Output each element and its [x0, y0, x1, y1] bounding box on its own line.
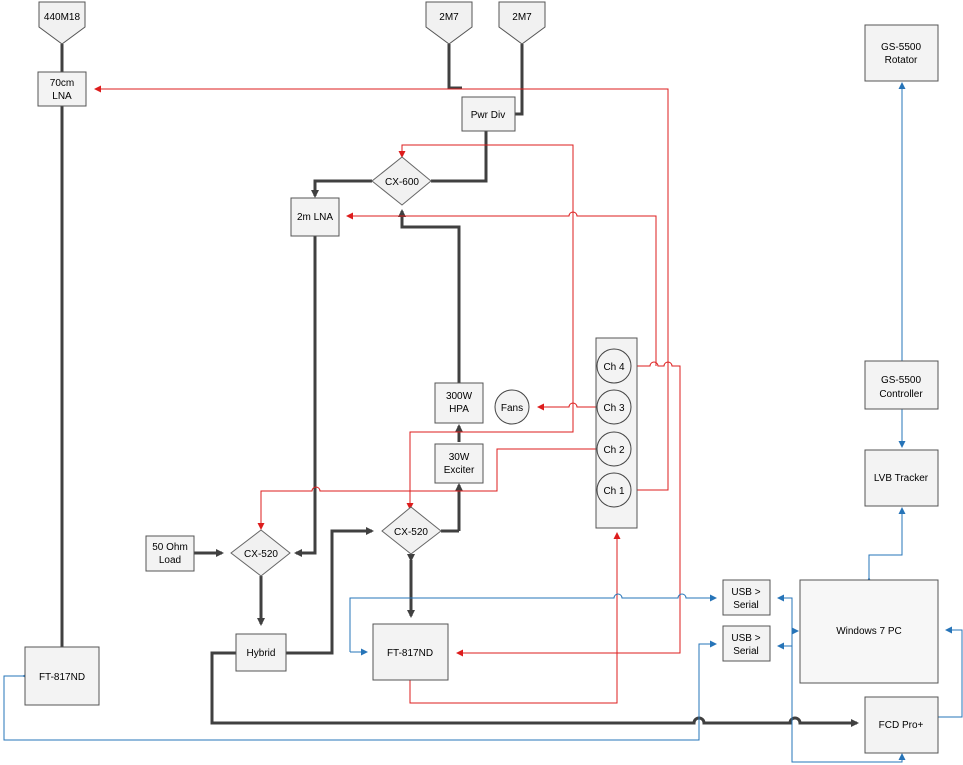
data-line-bus-to-usb1 — [777, 594, 793, 646]
control-line-ch4-to-ft817 — [456, 361, 681, 657]
block-70cm-lna: 70cm LNA — [37, 71, 87, 107]
block-pwr-div: Pwr Div — [461, 96, 516, 132]
rf-line-2m7a-to-pwrdiv — [447, 44, 462, 90]
control-lines — [94, 85, 681, 704]
block-lvb-tracker: LVB Tracker — [864, 449, 939, 507]
svg-text:2m LNA: 2m LNA — [297, 212, 333, 223]
rf-line-hybrid-to-cx520mid — [286, 527, 374, 655]
block-fcd-pro-plus: FCD Pro+ — [864, 696, 939, 754]
svg-text:CX-520: CX-520 — [394, 527, 428, 538]
svg-text:70cm: 70cm — [50, 78, 74, 89]
block-300w-hpa: 300W HPA — [434, 382, 484, 424]
control-line-ch2-to-cx520 — [257, 448, 598, 530]
sequencer-panel: Ch 4 Ch 3 Ch 2 Ch 1 — [595, 337, 638, 529]
svg-text:30W: 30W — [449, 452, 470, 463]
svg-text:GS-5500: GS-5500 — [881, 42, 921, 53]
control-line-ch4-to-lna2m — [346, 211, 657, 366]
block-ft817nd-mid: FT-817ND — [372, 623, 449, 681]
data-line-fcd-to-pc — [938, 626, 963, 718]
svg-text:Ch 2: Ch 2 — [603, 445, 625, 456]
data-line-pc-tracker — [865, 507, 906, 584]
data-lines — [3, 82, 963, 763]
control-line-ft817-to-sequencer — [409, 532, 621, 704]
svg-text:GS-5500: GS-5500 — [881, 375, 921, 386]
control-line-ch3-to-cx600 — [398, 144, 574, 407]
antenna-icon — [498, 1, 546, 45]
block-30w-exciter: 30W Exciter — [434, 443, 484, 484]
block-2m-lna: 2m LNA — [290, 197, 340, 237]
data-line-ft817-to-usb1 — [349, 593, 717, 652]
svg-text:Rotator: Rotator — [885, 55, 918, 66]
data-line-bus-to-fcd — [791, 646, 906, 763]
antenna-icon — [425, 1, 473, 45]
svg-text:50 Ohm: 50 Ohm — [152, 542, 188, 553]
block-50-ohm-load: 50 Ohm Load — [145, 535, 195, 572]
channel-ch4: Ch 4 — [596, 348, 632, 384]
svg-text:Exciter: Exciter — [444, 465, 475, 476]
svg-text:FT-817ND: FT-817ND — [39, 672, 85, 683]
relay-cx600: CX-600 — [371, 156, 432, 206]
block-hybrid: Hybrid — [235, 633, 287, 672]
antenna-2m7-b: 2M7 — [498, 1, 546, 45]
svg-text:Ch 4: Ch 4 — [603, 362, 625, 373]
relay-cx520-mid: CX-520 — [381, 506, 442, 555]
svg-text:Windows 7 PC: Windows 7 PC — [836, 626, 902, 637]
rf-line-pwrdiv-to-cx600 — [431, 131, 488, 183]
svg-text:FT-817ND: FT-817ND — [387, 648, 433, 659]
control-line-ch3-to-cx520mid — [406, 407, 574, 510]
rf-line-lna2m-to-cx520 — [294, 236, 317, 557]
svg-text:CX-520: CX-520 — [244, 549, 278, 560]
svg-text:Controller: Controller — [879, 389, 923, 400]
block-windows-7-pc: Windows 7 PC — [799, 579, 939, 684]
block-gs5500-controller: GS-5500 Controller — [864, 360, 939, 410]
svg-text:USB >: USB > — [731, 587, 760, 598]
rf-line-2m7b-to-pwrdiv — [515, 44, 524, 116]
antenna-label: 2M7 — [439, 12, 459, 23]
svg-text:Serial: Serial — [733, 600, 759, 611]
antenna-icon — [38, 1, 86, 45]
block-usb-serial-2: USB > Serial — [722, 625, 771, 662]
svg-text:HPA: HPA — [449, 404, 469, 415]
svg-text:FCD Pro+: FCD Pro+ — [879, 720, 924, 731]
antenna-440m18: 440M18 — [38, 1, 86, 45]
data-line-ft817left-to-usb2 — [3, 640, 717, 741]
antenna-label: 2M7 — [512, 12, 532, 23]
rf-line-hybrid-to-fcd — [210, 651, 859, 727]
rf-line-cx600-to-lna2m — [311, 179, 372, 198]
svg-text:Pwr Div: Pwr Div — [471, 110, 505, 121]
control-line-ch1-to-lna70 — [94, 85, 669, 491]
rf-lines — [60, 44, 859, 727]
channel-ch2: Ch 2 — [596, 431, 632, 467]
svg-text:CX-600: CX-600 — [385, 177, 419, 188]
fans-node: Fans — [494, 389, 530, 425]
svg-text:LVB Tracker: LVB Tracker — [874, 473, 929, 484]
svg-text:Fans: Fans — [501, 403, 523, 414]
channel-ch3: Ch 3 — [596, 389, 632, 425]
antenna-2m7-a: 2M7 — [425, 1, 473, 45]
svg-text:Load: Load — [159, 555, 181, 566]
svg-text:Serial: Serial — [733, 646, 759, 657]
antenna-label: 440M18 — [44, 12, 81, 23]
channel-ch1: Ch 1 — [596, 472, 632, 508]
svg-text:Hybrid: Hybrid — [247, 648, 276, 659]
svg-text:LNA: LNA — [52, 91, 72, 102]
svg-text:300W: 300W — [446, 391, 473, 402]
svg-text:USB >: USB > — [731, 633, 760, 644]
block-gs5500-rotator: GS-5500 Rotator — [864, 24, 939, 82]
block-ft817nd-left: FT-817ND — [24, 646, 100, 706]
svg-text:Ch 3: Ch 3 — [603, 403, 625, 414]
svg-text:Ch 1: Ch 1 — [603, 486, 625, 497]
rf-line-hpa-to-cx600 — [398, 209, 461, 383]
control-line-ch3-to-fans — [537, 402, 598, 411]
relay-cx520-left: CX-520 — [230, 529, 291, 577]
block-usb-serial-1: USB > Serial — [722, 579, 771, 616]
